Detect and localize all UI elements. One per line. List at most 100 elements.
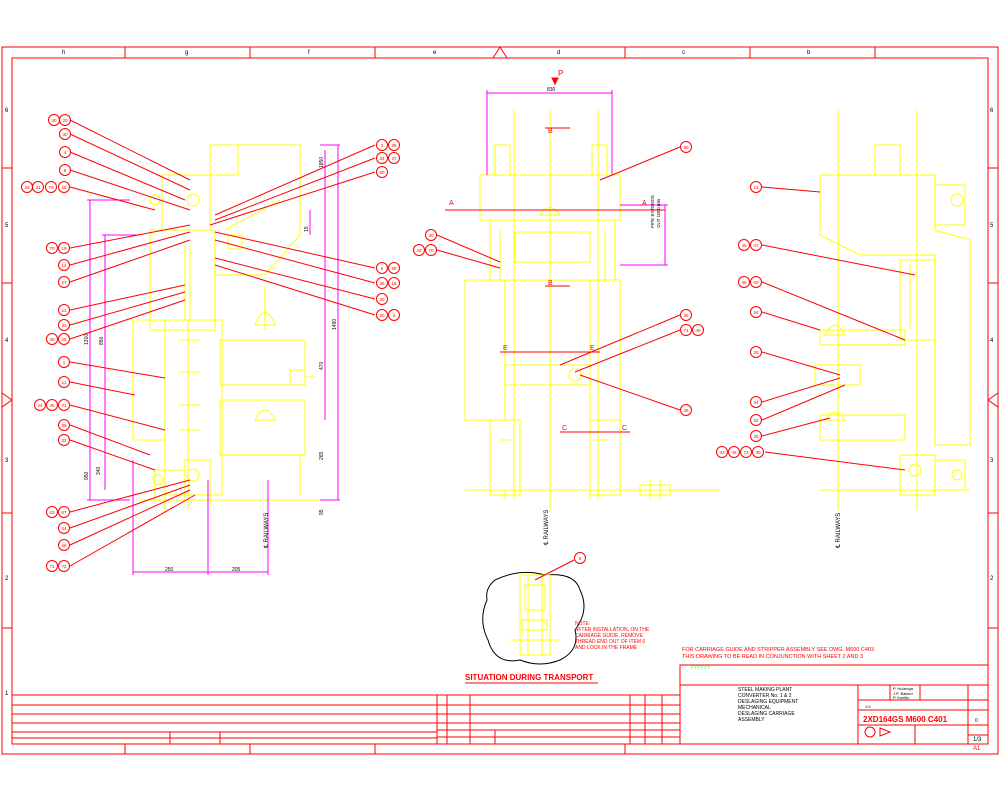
grid-number: 5: [5, 223, 9, 229]
callout-bubble: 6: [59, 164, 71, 176]
transport-note-line: AFTER INSTALLATION, ON THE: [575, 627, 650, 633]
grid-number: 2: [5, 576, 9, 582]
grid-number: 3: [990, 458, 994, 464]
transport-note-line: AND LOCK IN THE FRAME: [575, 645, 638, 651]
railways-label: ℄ RAILWAYS: [264, 513, 270, 549]
svg-text:36: 36: [683, 408, 689, 413]
dim-label: PIPE EXTENDS: [650, 195, 655, 228]
svg-text:45: 45: [741, 280, 747, 285]
dim-label: 1850: [319, 157, 325, 168]
dim-label: 250: [165, 567, 174, 573]
grid-letter: d: [557, 50, 560, 56]
svg-text:24: 24: [37, 403, 43, 408]
grid-letter: f: [308, 50, 310, 56]
grid-letter: b: [807, 50, 811, 56]
svg-text:30: 30: [755, 450, 761, 455]
dim-label: 265: [319, 451, 325, 460]
right-view-structure: [814, 110, 971, 510]
svg-text:32: 32: [61, 438, 67, 443]
title-line: CONVERTER No. 1 & 2: [738, 693, 792, 699]
callout-bubble: 35: [58, 419, 70, 431]
callout-bubble: 6: [574, 552, 586, 564]
sheet-number: 1/3: [973, 737, 982, 743]
svg-text:34: 34: [753, 400, 759, 405]
callout-bubble: 30: [59, 128, 71, 140]
dim-label: 1310: [84, 334, 90, 345]
approved-by: P. Koelijn: [893, 695, 909, 700]
svg-text:18: 18: [61, 185, 67, 190]
paper-size: A1: [973, 746, 981, 752]
grid-letter: e: [433, 50, 437, 56]
svg-text:30: 30: [379, 297, 385, 302]
svg-text:43: 43: [49, 510, 55, 515]
svg-text:60: 60: [753, 280, 759, 285]
grid-number: 4: [990, 338, 994, 344]
svg-text:20: 20: [379, 313, 385, 318]
grid-number: 5: [990, 223, 994, 229]
section-letter: A: [449, 200, 454, 207]
checked-by: J.P. Bakker: [893, 691, 914, 696]
svg-text:32: 32: [753, 418, 759, 423]
svg-text:12: 12: [61, 263, 67, 268]
svg-text:43: 43: [24, 185, 30, 190]
view-direction-label: P: [558, 69, 563, 78]
title-line: MECHANICAL: [738, 705, 771, 711]
svg-text:65: 65: [391, 266, 397, 271]
svg-text:6: 6: [381, 266, 384, 271]
svg-text:1: 1: [63, 360, 66, 365]
svg-text:3: 3: [393, 313, 396, 318]
section-letter: A: [642, 200, 647, 207]
grid-letters: h g f e d c b: [62, 50, 811, 56]
svg-text:18: 18: [391, 281, 397, 286]
svg-text:70: 70: [49, 246, 55, 251]
center-view-dimensions: [486, 90, 668, 266]
callout-bubble: 12: [58, 259, 70, 271]
grid-number: 6: [5, 108, 9, 114]
callout-bubble: 34: [750, 396, 762, 408]
svg-text:74: 74: [683, 328, 689, 333]
svg-text:37: 37: [391, 156, 397, 161]
svg-text:43: 43: [416, 248, 422, 253]
grid-number: 6: [990, 108, 994, 114]
svg-text:6: 6: [579, 556, 582, 561]
svg-text:40: 40: [51, 118, 57, 123]
callout-bubble: 32: [58, 434, 70, 446]
title-line: DESLAGING CARRIAGE: [738, 711, 795, 717]
center-view-structure: [464, 110, 720, 510]
callout-bubble: 4: [59, 146, 71, 158]
svg-text:6: 6: [64, 168, 67, 173]
dim-label: 830: [547, 87, 556, 93]
left-view-structure: [132, 144, 320, 512]
grid-letter: c: [682, 50, 685, 56]
svg-text:35: 35: [61, 423, 67, 428]
svg-text:60: 60: [683, 145, 689, 150]
svg-text:43: 43: [719, 450, 725, 455]
svg-text:47: 47: [753, 243, 759, 248]
section-markers: [445, 77, 665, 433]
title-line: ASSEMBLY: [738, 717, 765, 723]
note-line: THIS DRAWING TO BE READ IN CONJUNCTION W…: [682, 654, 863, 660]
note-marker: ??????: [690, 665, 711, 671]
grid-number: 3: [5, 458, 9, 464]
transport-note-line: CARRIAGE GUIDE, REMOVE: [575, 633, 643, 639]
title-line: DESLAGING EQUIPMENT: [738, 699, 798, 705]
center-view-leaders: [436, 146, 681, 411]
railways-label: ℄ RAILWAYS: [836, 513, 842, 549]
grid-numbers: 6 5 4 3 2 1 6 5 4 3 2: [5, 108, 994, 697]
transport-detail: 6 NOTE: AFTER INSTALLATION, ON THE CARRI…: [465, 552, 650, 684]
callout-bubble: 30: [425, 229, 437, 241]
callout-bubble: 24 45 71: [34, 399, 70, 411]
svg-text:34: 34: [753, 310, 759, 315]
callout-bubble: 25: [750, 346, 762, 358]
section-letter: B: [548, 128, 553, 135]
svg-text:20: 20: [62, 118, 68, 123]
svg-text:67: 67: [61, 510, 67, 515]
callout-bubble: 30: [376, 293, 388, 305]
left-view-leaders: [69, 119, 376, 567]
callout-bubble: 60: [680, 141, 692, 153]
callout-bubble: 11: [58, 304, 70, 316]
svg-text:71: 71: [61, 403, 67, 408]
